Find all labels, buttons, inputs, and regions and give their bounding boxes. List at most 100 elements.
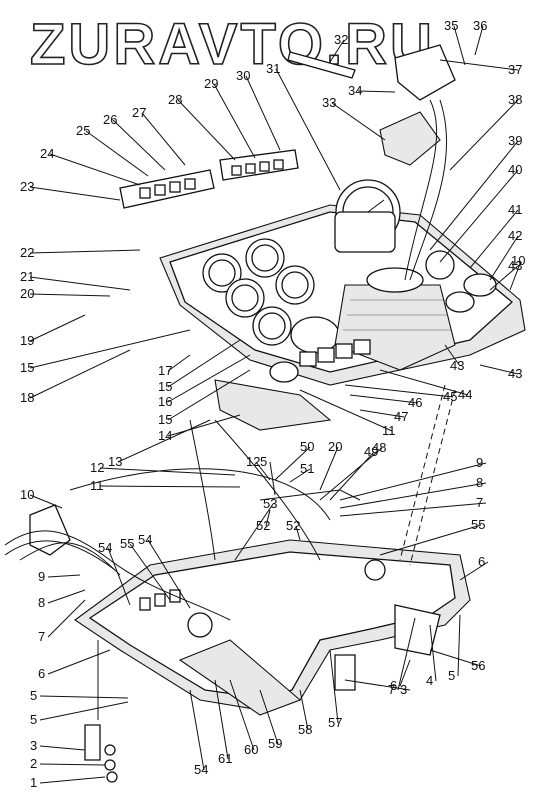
callout-label-23: 23 (20, 179, 34, 194)
callout-label-15: 15 (158, 379, 172, 394)
callout-label-32: 32 (334, 32, 348, 47)
leader-line-4 (429, 624, 437, 682)
leader-line-37 (439, 59, 519, 71)
callout-label-36: 36 (473, 18, 487, 33)
leader-line-50 (274, 446, 311, 481)
bracket-3-left (84, 724, 101, 761)
callout-label-56: 56 (471, 658, 485, 673)
leader-line-6 (399, 659, 411, 687)
leader-line-55 (379, 524, 482, 556)
leader-line-11 (99, 485, 241, 488)
leader-line-10 (509, 260, 522, 291)
leader-line-24 (49, 153, 141, 186)
callout-label-54: 54 (194, 762, 208, 777)
callout-label-8: 8 (476, 475, 483, 490)
leader-line-54 (189, 689, 205, 771)
leader-line-33 (331, 102, 386, 141)
leader-line-7 (47, 599, 86, 638)
callout-label-5: 5 (260, 454, 267, 469)
callout-label-43: 43 (450, 358, 464, 373)
leader-line-12 (99, 467, 236, 476)
leader-line-6 (459, 561, 489, 581)
callout-label-8: 8 (38, 595, 45, 610)
leader-line-3 (344, 679, 411, 691)
leader-line-15 (167, 339, 241, 388)
leader-line-5 (457, 614, 461, 677)
leader-line-5 (269, 461, 276, 496)
callout-label-53: 53 (263, 496, 277, 511)
leader-line-56 (429, 649, 482, 667)
leader-line-40 (439, 169, 519, 263)
relay-block (379, 111, 441, 166)
callout-label-11: 11 (382, 423, 396, 438)
callout-label-11: 11 (90, 478, 104, 493)
callout-label-40: 40 (508, 162, 522, 177)
leader-line-52 (295, 525, 301, 541)
callout-label-28: 28 (168, 92, 182, 107)
callout-label-45: 45 (443, 389, 457, 404)
leader-line-6 (47, 649, 111, 675)
callout-label-55: 55 (471, 517, 485, 532)
callout-label-22: 22 (20, 245, 34, 260)
leader-line-36 (474, 25, 484, 56)
leader-line-20 (319, 446, 339, 491)
leader-line-59 (259, 689, 279, 745)
leader-line-39 (429, 140, 519, 251)
leader-line-54 (147, 539, 191, 609)
callout-label-58: 58 (298, 722, 312, 737)
callout-label-43: 43 (508, 366, 522, 381)
callout-label-9: 9 (476, 455, 483, 470)
callout-label-47: 47 (394, 409, 408, 424)
leader-line-15 (167, 369, 251, 421)
callout-label-9: 9 (38, 569, 45, 584)
leader-line-8 (339, 482, 487, 509)
leader-line-35 (453, 25, 466, 66)
callout-label-51: 51 (300, 461, 314, 476)
callout-label-7: 7 (476, 495, 483, 510)
switch-4 (353, 339, 371, 355)
callout-label-21: 21 (20, 269, 34, 284)
callout-label-20: 20 (328, 439, 342, 454)
left-bracket (4, 504, 231, 621)
callout-label-14: 14 (158, 428, 172, 443)
callout-label-18: 18 (20, 390, 34, 405)
callout-label-59: 59 (268, 736, 282, 751)
leader-line-20 (29, 293, 111, 297)
leader-line-57 (329, 649, 339, 724)
callout-label-52: 52 (286, 518, 300, 533)
support-frame (74, 539, 471, 716)
callout-label-29: 29 (204, 76, 218, 91)
switch-2 (317, 347, 335, 363)
callout-label-27: 27 (132, 105, 146, 120)
leader-line-49 (329, 451, 375, 501)
callout-label-6: 6 (390, 678, 397, 693)
callout-label-10: 10 (20, 487, 34, 502)
callout-label-31: 31 (266, 61, 280, 76)
leader-line-28 (177, 99, 236, 161)
callout-label-54: 54 (138, 532, 152, 547)
leader-line-12 (255, 461, 271, 481)
callout-label-4: 4 (426, 673, 433, 688)
callout-label-37: 37 (508, 62, 522, 77)
bracket-3-right (334, 654, 356, 691)
callout-label-3: 3 (30, 738, 37, 753)
callout-label-13: 13 (108, 454, 122, 469)
callout-label-57: 57 (328, 715, 342, 730)
callout-label-44: 44 (458, 387, 472, 402)
leader-line-10 (29, 494, 63, 509)
leader-line-15 (29, 329, 191, 369)
leader-line-22 (29, 249, 141, 254)
callout-label-49: 49 (364, 444, 378, 459)
callout-label-12: 12 (246, 454, 260, 469)
callout-label-34: 34 (348, 83, 362, 98)
callout-label-6: 6 (478, 554, 485, 569)
switch-3 (335, 343, 353, 359)
callout-label-35: 35 (444, 18, 458, 33)
callout-label-48: 48 (372, 440, 386, 455)
leader-line-34 (357, 90, 396, 93)
callout-label-16: 16 (158, 394, 172, 409)
callout-label-24: 24 (40, 146, 54, 161)
leader-line-38 (449, 99, 519, 171)
callout-label-39: 39 (508, 133, 522, 148)
